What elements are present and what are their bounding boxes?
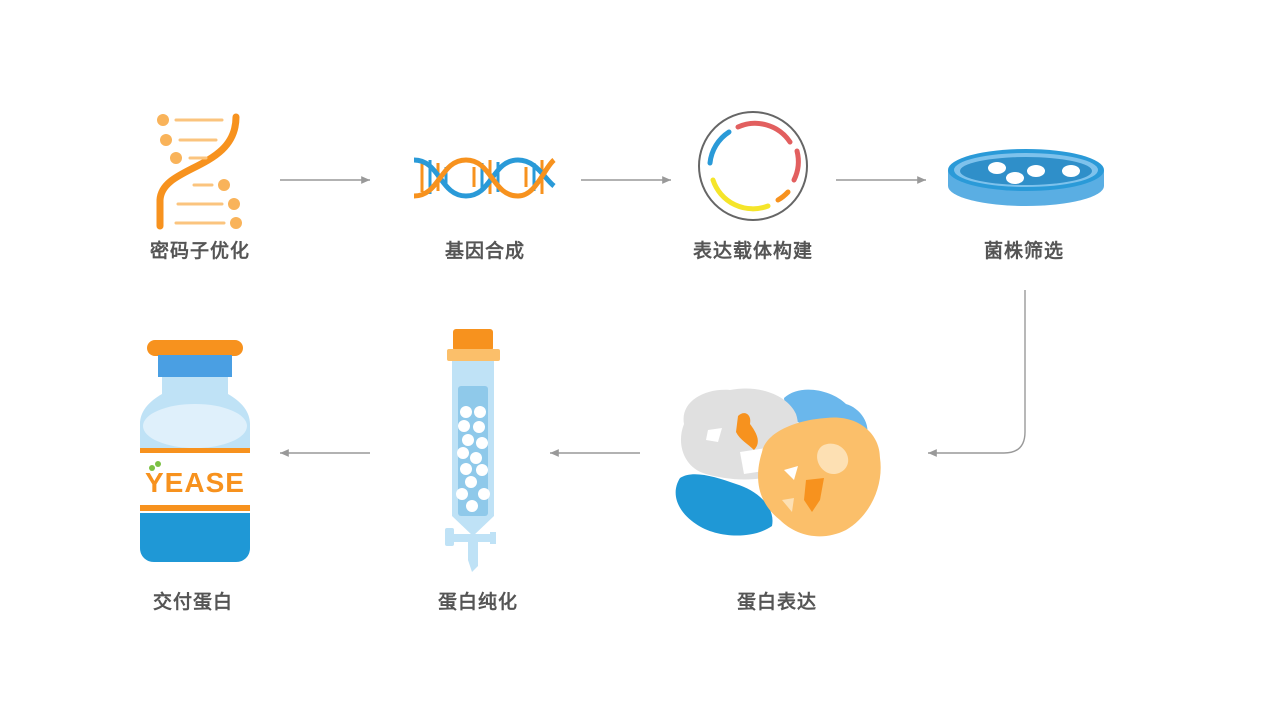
flow-arrows [280,176,1026,457]
vial-icon: YEASE [140,340,250,562]
codon-dna-icon [156,113,242,230]
step-label-gene-synthesis: 基因合成 [444,240,525,262]
step-label-protein-expression: 蛋白表达 [736,591,817,613]
vial-brand-text: YEASE [145,467,245,498]
step-label-protein-purification: 蛋白纯化 [437,591,518,613]
arrow-4-5 [928,290,1026,457]
step-label-strain-screening: 菌株筛选 [983,240,1064,262]
step-label-codon-optimization: 密码子优化 [149,240,250,262]
purification-column-icon [445,329,500,572]
step-label-vector-construction: 表达载体构建 [692,240,813,262]
step-label-protein-delivery: 交付蛋白 [152,591,233,613]
plasmid-icon [698,111,808,221]
dna-helix-icon [413,157,556,199]
petri-dish-icon [948,149,1104,206]
protein-cluster-icon [675,388,881,537]
